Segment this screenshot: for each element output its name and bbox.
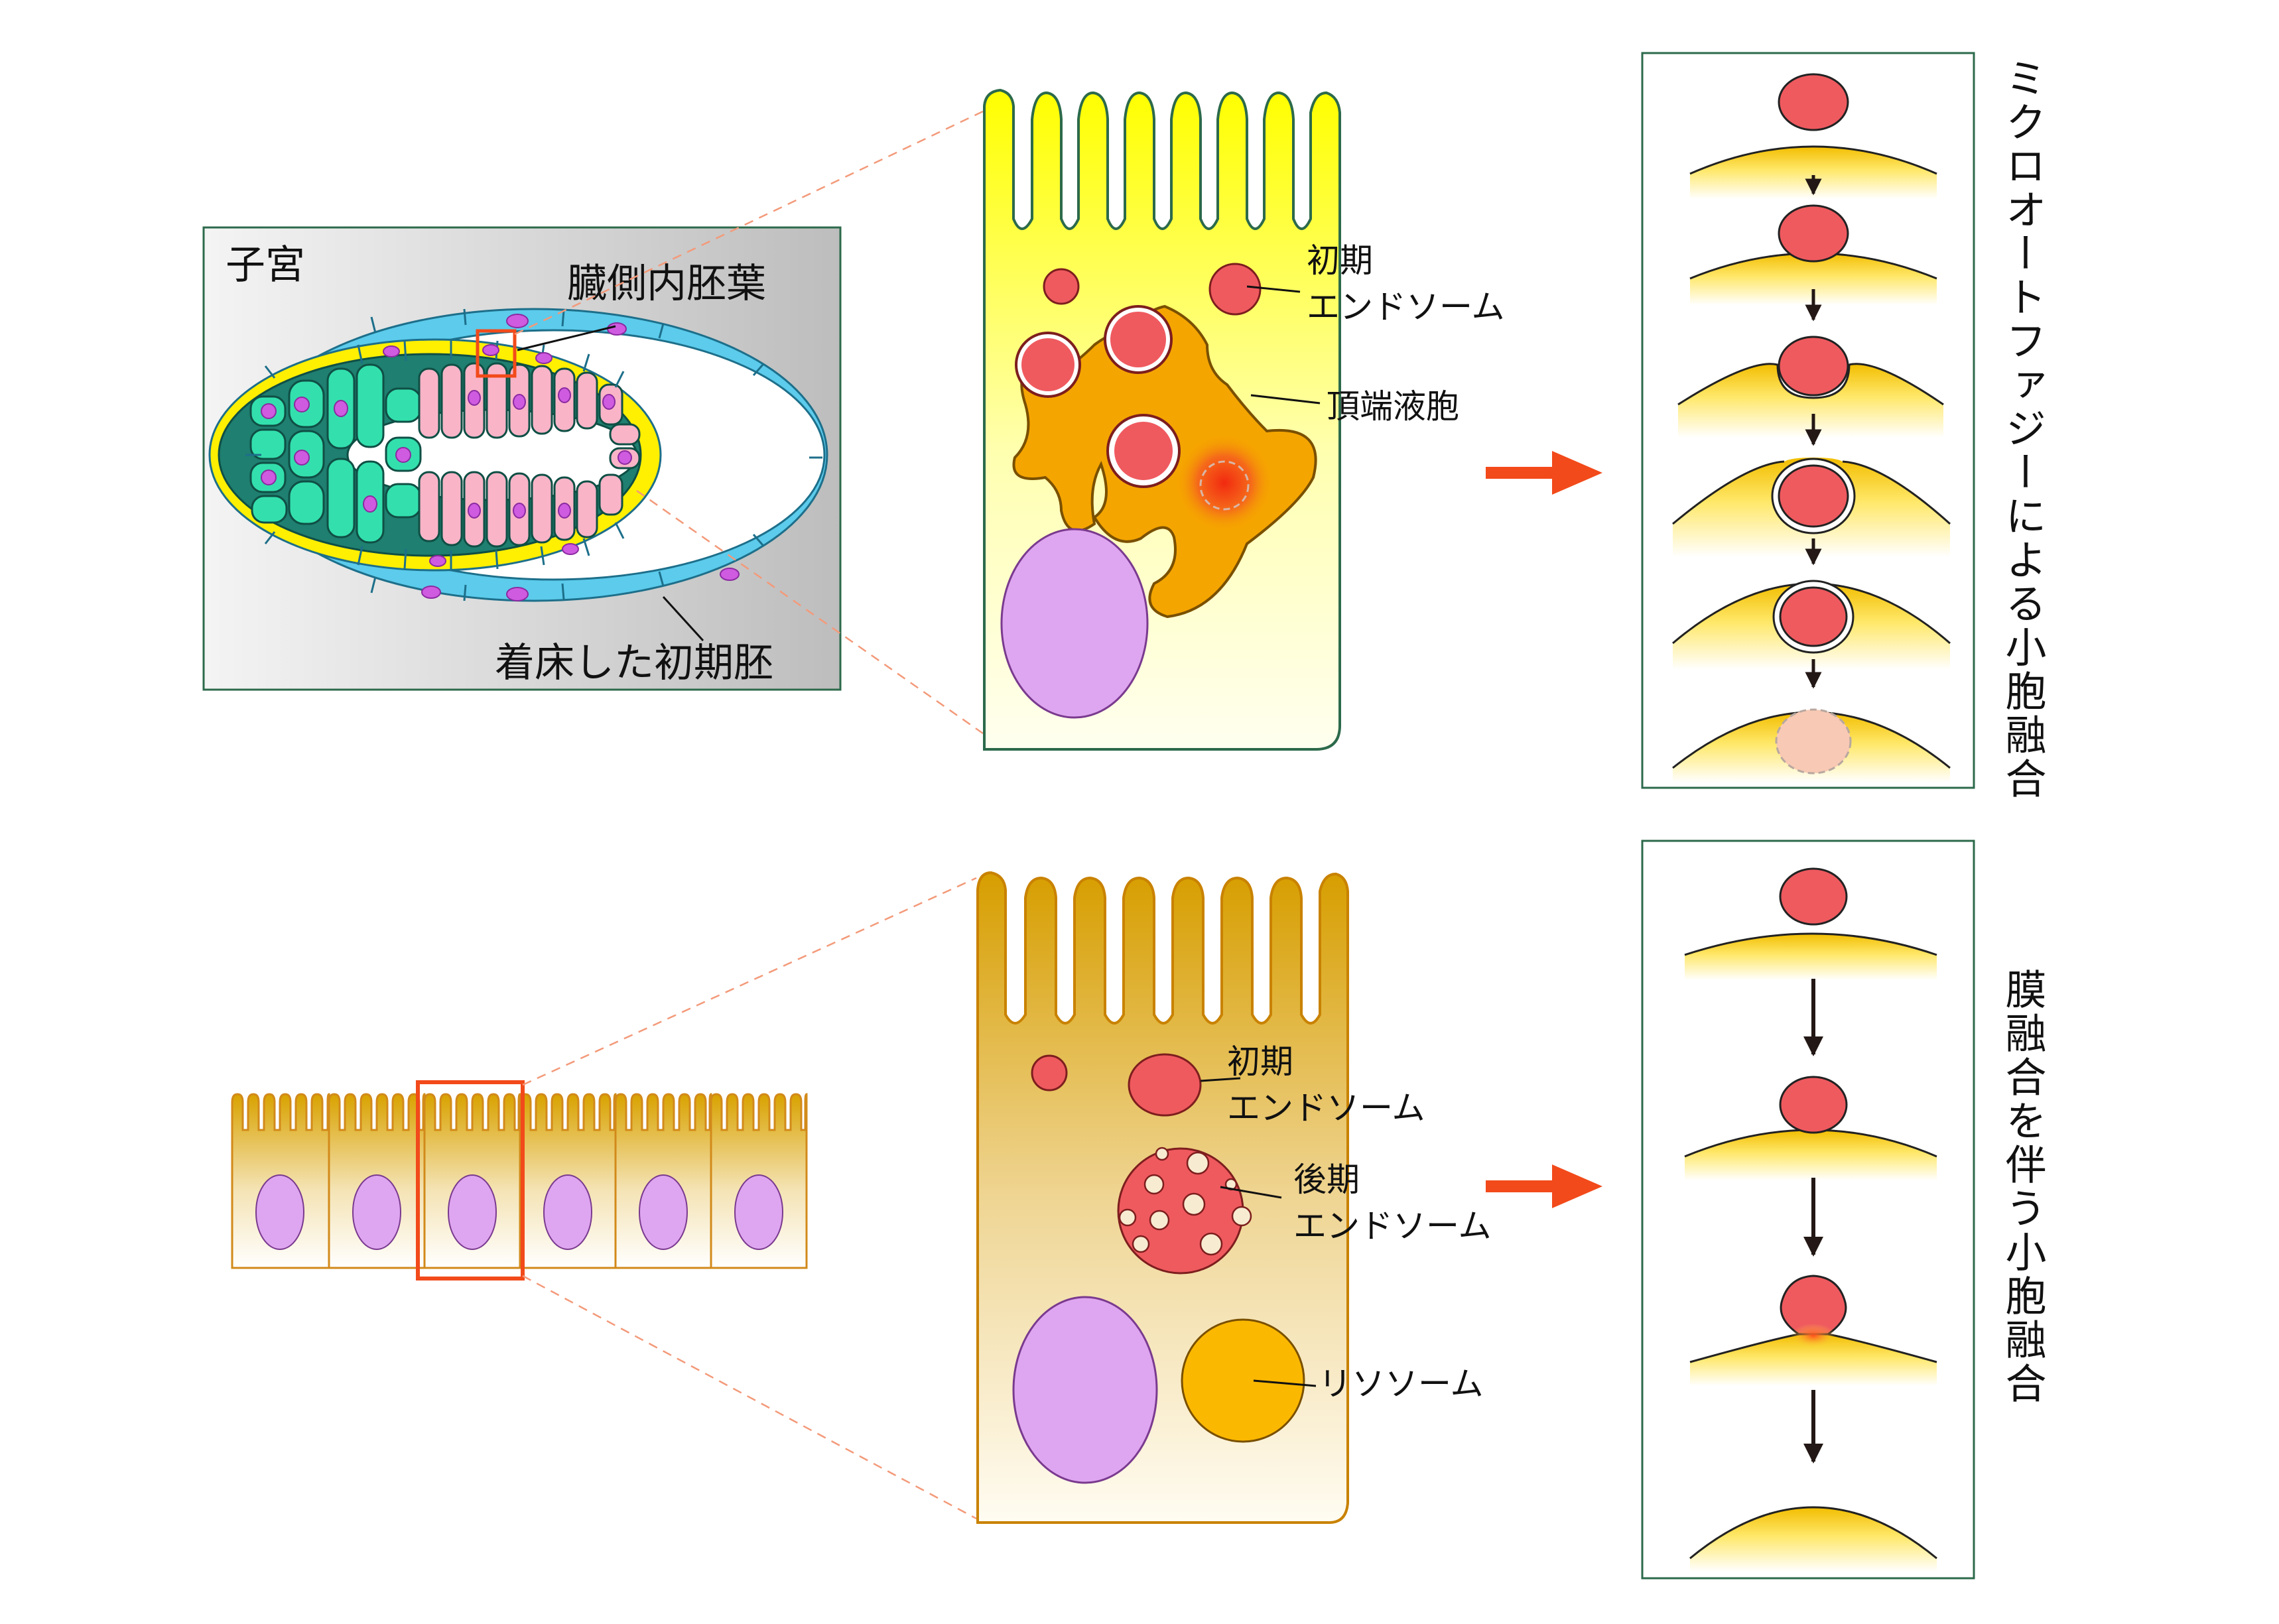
microautophagy-panel: ミクロオートファジーによる小胞融合 xyxy=(1641,52,2047,801)
ma-dome-4-membrane-left xyxy=(1672,460,1785,525)
bottom-process-arrow xyxy=(1486,1164,1602,1208)
early-endosome-bottom-label-2: エンドソーム xyxy=(1227,1089,1425,1127)
embryo-nuclei xyxy=(261,314,740,601)
early-endosome-leader xyxy=(1246,285,1301,293)
early-endosome xyxy=(1208,263,1262,316)
epithelial-cell-2 xyxy=(328,1093,426,1269)
mf-dome-4 xyxy=(1690,1507,1937,1572)
nucleus-bottom xyxy=(1012,1296,1158,1484)
top-zoom-lines xyxy=(514,110,984,735)
endoderm-highlight-box xyxy=(476,329,517,378)
trophoblast-cell-borders xyxy=(245,308,822,601)
late-endosome-label-2: エンドソーム xyxy=(1293,1207,1492,1245)
ma-vesicle-1 xyxy=(1778,73,1849,131)
ma-dome-1-membrane xyxy=(1689,145,1937,175)
degrading-vesicle xyxy=(1199,460,1250,511)
epithelial-cell-3 xyxy=(423,1093,521,1269)
visceral-endoderm-label: 臓側内胚葉 xyxy=(567,261,766,307)
endoderm-cell-borders xyxy=(357,340,625,570)
early-endosome-bottom xyxy=(1128,1053,1202,1117)
visceral-endoderm-cell: 初期 エンドソーム 頂端液胞 xyxy=(983,88,1505,751)
lysosome xyxy=(1181,1318,1305,1443)
ma-dome-1 xyxy=(1690,147,1937,199)
microautophagy-title: ミクロオートファジーによる小胞融合 xyxy=(1998,57,2047,801)
early-endosome-bottom-leader xyxy=(1200,1077,1241,1082)
late-endosome-label-1: 後期 xyxy=(1293,1160,1360,1199)
apical-vacuole-leader xyxy=(1250,394,1321,405)
vacuole-red-glow xyxy=(1175,434,1273,532)
embryo-label: 着床した初期胚 xyxy=(495,640,773,686)
mf-dome-1 xyxy=(1685,934,1937,980)
apical-vacuole-label: 頂端液胞 xyxy=(1327,387,1459,426)
mf-vesicle-1 xyxy=(1779,867,1848,926)
uterus-panel: 子宮 臓側内胚葉 着床した初期胚 xyxy=(202,226,842,691)
ma-dome-2 xyxy=(1690,253,1937,305)
bottom-zoom-lines xyxy=(522,877,977,1520)
endosome-in-vacuole-2-core xyxy=(1110,312,1166,367)
bottom-cell: 初期 エンドソーム 後期 エンドソーム リソソーム xyxy=(976,871,1492,1524)
ma-vesicle-2 xyxy=(1778,204,1849,263)
early-endosome-label-2: エンドソーム xyxy=(1307,288,1505,326)
mf-dome-3 xyxy=(1690,1334,1937,1386)
membrane-fusion-title: 膜融合を伴う小胞融合 xyxy=(1998,968,2047,1406)
endosome-in-vacuole-3-core xyxy=(1114,422,1173,480)
lysosome-leader xyxy=(1253,1379,1317,1387)
embryo-leader xyxy=(662,595,704,642)
early-endosome-bottom-label-1: 初期 xyxy=(1227,1042,1293,1081)
mf-fusion-glow xyxy=(1791,1324,1836,1347)
ma-vesicle-4 xyxy=(1778,464,1849,528)
membrane-fusion-panel: 膜融合を伴う小胞融合 xyxy=(1641,840,2047,1580)
late-endosome-leader xyxy=(1220,1186,1282,1199)
epithelial-cell-1 xyxy=(231,1093,330,1269)
top-process-arrow xyxy=(1486,451,1602,495)
mf-dome-2 xyxy=(1685,1130,1937,1180)
ma-vesicle-5 xyxy=(1779,586,1848,647)
epithelium-row xyxy=(231,1080,808,1280)
lysosome-label: リソソーム xyxy=(1319,1365,1484,1403)
early-endosome-small-bottom xyxy=(1031,1054,1068,1092)
uterus-label: 子宮 xyxy=(226,242,305,288)
epiblast-cells xyxy=(418,362,641,548)
ma-vesicle-6-degraded xyxy=(1775,708,1852,775)
epithelial-cell-6 xyxy=(710,1093,808,1269)
mf-vesicle-3 xyxy=(1780,1275,1847,1336)
mf-dome-4-membrane xyxy=(1689,1506,1937,1560)
epithelial-cell-5 xyxy=(614,1093,712,1269)
mf-vesicle-2 xyxy=(1779,1076,1848,1134)
nucleus-top xyxy=(1000,528,1149,719)
endosome-in-vacuole-1-core xyxy=(1021,338,1074,391)
mf-dome-1-membrane xyxy=(1684,932,1937,956)
late-endosome xyxy=(1117,1147,1252,1275)
ma-dome-4-membrane-right xyxy=(1842,460,1951,525)
epithelium-highlight-box xyxy=(416,1080,525,1280)
ma-dome-3 xyxy=(1678,363,1943,438)
ma-dome-3-membrane xyxy=(1677,363,1944,406)
visceral-endoderm-leader xyxy=(517,325,616,351)
early-endosome-small xyxy=(1043,268,1080,305)
epithelial-cell-4 xyxy=(519,1093,617,1269)
ma-vesicle-3 xyxy=(1778,336,1849,397)
early-endosome-label-1: 初期 xyxy=(1307,241,1373,280)
